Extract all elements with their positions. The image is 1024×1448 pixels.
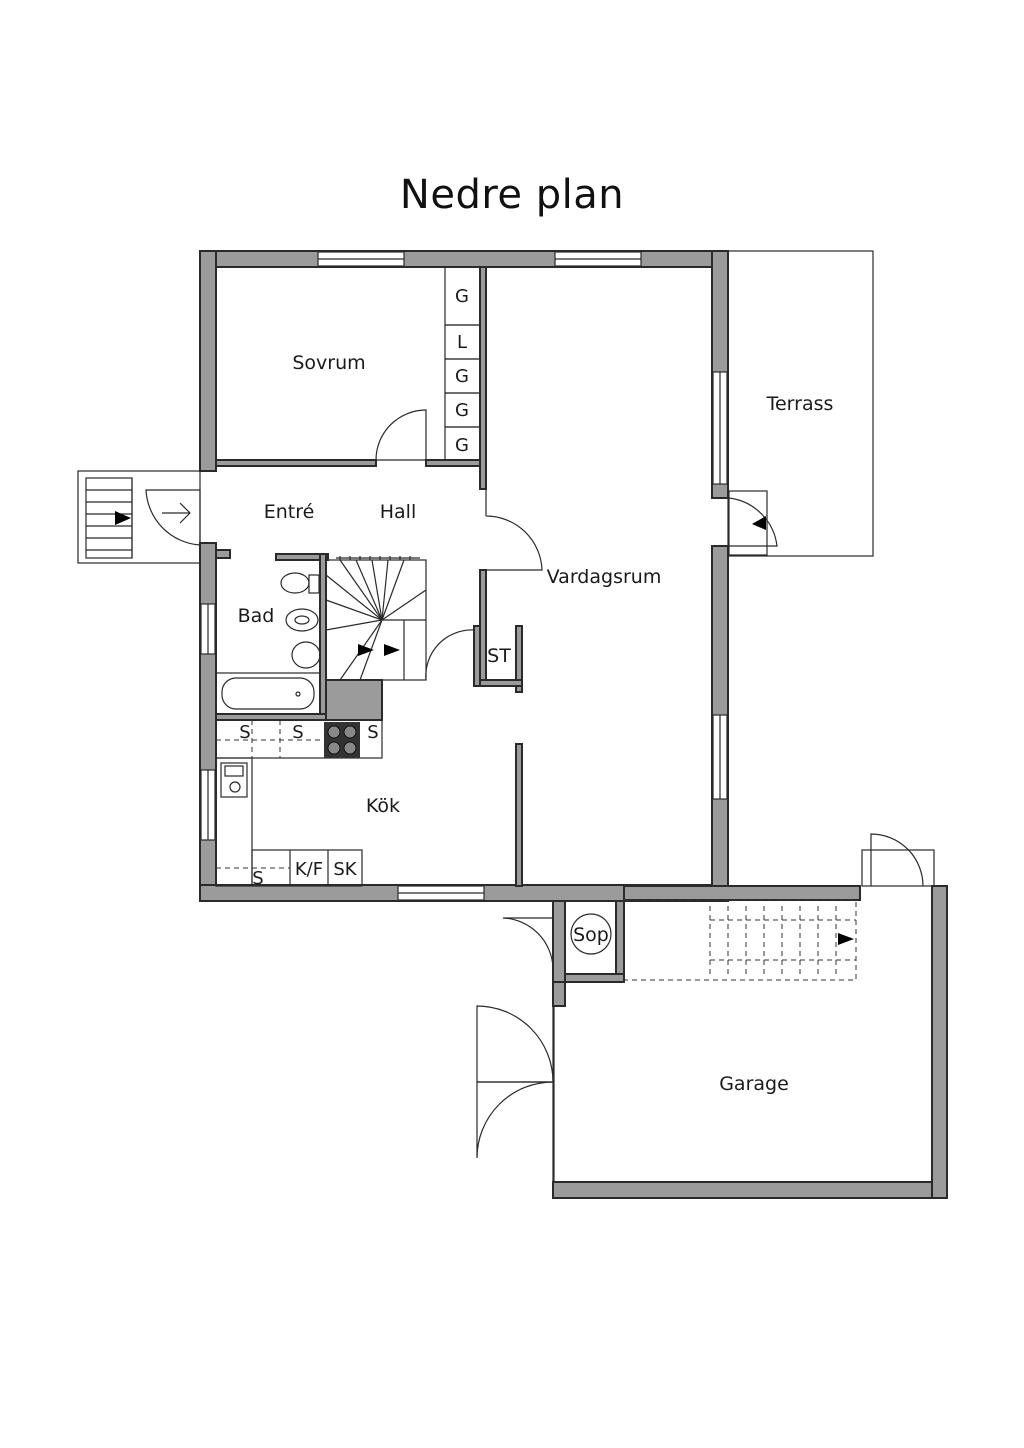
wall-west-upper — [199, 250, 217, 472]
arrow-icon — [358, 644, 374, 656]
kitchen-label-s: S — [252, 868, 263, 889]
room-label-kok: Kök — [366, 795, 400, 817]
kitchen-sink — [220, 762, 248, 798]
door-garage-upper[interactable] — [476, 1005, 554, 1083]
garage-stairs — [623, 899, 857, 981]
room-label-terrass: Terrass — [766, 393, 834, 415]
kitchen-label-s: S — [292, 722, 303, 743]
wall-west-lower — [199, 542, 217, 902]
wall-hall-east-upper — [479, 266, 487, 490]
room-label-bad: Bad — [238, 605, 275, 627]
door-garage-lower[interactable] — [476, 1081, 554, 1159]
stair-wall-block — [325, 679, 383, 721]
wall-st-east — [515, 625, 523, 693]
page-title: Nedre plan — [399, 172, 625, 218]
sink — [291, 641, 321, 669]
room-label-entre: Entré — [264, 501, 315, 523]
arrow-icon — [384, 644, 400, 656]
storage-label-g: G — [455, 435, 469, 456]
bathtub — [215, 672, 321, 715]
kitchen-label-sk: SK — [333, 859, 357, 880]
storage-label-l: L — [457, 332, 467, 353]
wall-bad-north — [275, 553, 329, 561]
kitchen-label-s: S — [239, 722, 250, 743]
terrass-outline — [727, 250, 874, 557]
kitchen-label-s: S — [367, 722, 378, 743]
wall-st-south — [473, 679, 523, 687]
arrow-icon — [752, 516, 766, 530]
door-entre[interactable] — [145, 489, 201, 546]
storage-label-g: G — [455, 366, 469, 387]
kitchen-label-kf: K/F — [295, 859, 323, 880]
sop-bin — [570, 913, 612, 955]
room-label-sop: Sop — [573, 924, 609, 946]
door-hall[interactable] — [425, 629, 475, 681]
door-terrass[interactable] — [728, 497, 778, 547]
wall-sovrum-south — [215, 459, 377, 467]
room-label-sovrum: Sovrum — [292, 352, 365, 374]
wall-north — [199, 250, 729, 268]
entry-stairs — [77, 470, 201, 564]
door-sop[interactable] — [502, 917, 554, 969]
door-vardagsrum[interactable] — [485, 489, 543, 571]
wall-entre-stub — [215, 549, 231, 559]
storage-label-g: G — [455, 286, 469, 307]
wall-bad-south — [215, 713, 327, 721]
door-sovrum[interactable] — [375, 409, 427, 461]
toilet — [280, 572, 310, 594]
arrow-icon — [838, 933, 854, 945]
room-label-hall: Hall — [380, 501, 417, 523]
room-label-garage: Garage — [719, 1073, 789, 1095]
door-garage-side[interactable] — [870, 833, 924, 887]
wall-kok-east — [515, 743, 523, 887]
bidet — [285, 608, 319, 632]
wall-sovrum-south-right — [425, 459, 487, 467]
room-label-vardagsrum: Vardagsrum — [547, 566, 662, 588]
wall-st-west — [473, 625, 481, 687]
storage-label-g: G — [455, 400, 469, 421]
arrow-icon — [115, 511, 131, 525]
room-label-st: ST — [487, 645, 511, 667]
stove-icon — [324, 722, 360, 758]
